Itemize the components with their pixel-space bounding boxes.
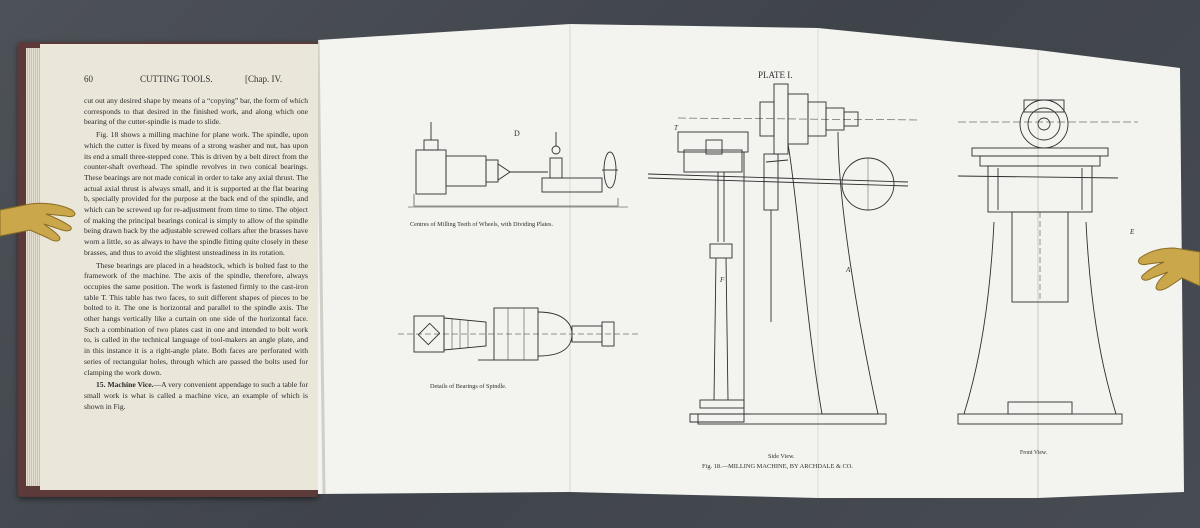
plate-drawing: PLATE I. D Centres of Milling Teeth of W… [318, 24, 1184, 498]
plate-title: PLATE I. [758, 70, 793, 80]
section-paragraph: 15. Machine Vice.—A very convenient appe… [84, 380, 308, 412]
paragraph: Fig. 18 shows a milling machine for plan… [84, 130, 308, 257]
section-title: Machine Vice. [107, 380, 154, 390]
label-d: D [514, 129, 520, 138]
caption-centres: Centres of Milling Teeth of Wheels, with… [410, 221, 553, 228]
plate-paper [318, 24, 1184, 498]
left-brass-hand [0, 202, 76, 242]
label-t: T [674, 124, 679, 132]
section-text: —A very convenient appendage to such a t… [84, 380, 308, 411]
label-e: E [1129, 228, 1135, 236]
dividing-head-drawing [408, 122, 628, 208]
side-view-drawing [647, 83, 919, 425]
running-head-title: CUTTING TOOLS. [140, 74, 213, 84]
right-brass-hand [1137, 247, 1200, 291]
page-edges [26, 48, 42, 486]
section-number: 15. [96, 380, 106, 390]
bearing-detail-drawing [398, 307, 638, 361]
label-f: F [719, 276, 725, 284]
foldout-plate: PLATE I. D Centres of Milling Teeth of W… [318, 22, 1184, 500]
caption-fig: Fig. 18.—MILLING MACHINE, BY ARCHDALE & … [702, 463, 853, 470]
running-head: 60 CUTTING TOOLS. [Chap. IV. [40, 74, 318, 88]
label-a: A [845, 266, 851, 274]
caption-front: Front View. [1020, 450, 1048, 456]
page-number: 60 [84, 74, 93, 84]
paragraph: cut out any desired shape by means of a … [84, 96, 308, 127]
caption-side: Side View. [768, 453, 795, 460]
gutter-shadow [318, 39, 326, 495]
front-view-drawing [957, 99, 1138, 425]
chapter-label: [Chap. IV. [245, 74, 283, 84]
body-text: cut out any desired shape by means of a … [84, 96, 308, 414]
left-page: 60 CUTTING TOOLS. [Chap. IV. cut out any… [40, 44, 320, 490]
caption-bearings: Details of Bearings of Spindle. [430, 383, 507, 390]
paragraph: These bearings are placed in a headstock… [84, 260, 308, 377]
